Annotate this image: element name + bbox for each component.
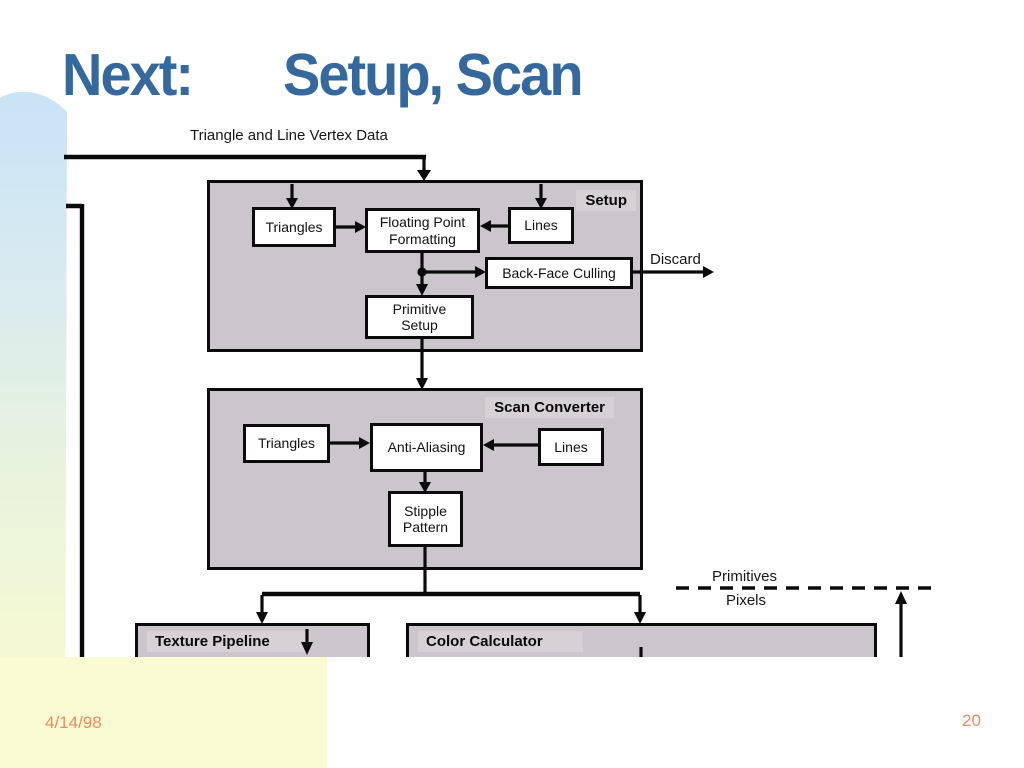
texture-pipeline-title: Texture Pipeline (147, 631, 310, 652)
slide-title-left: Next: (62, 40, 194, 108)
floating-point-formatting-box: Floating Point Formatting (365, 208, 480, 253)
slide-page-number: 20 (962, 711, 981, 730)
setup-stage-title: Setup (576, 190, 636, 211)
slide-title-right: Setup, Scan (283, 40, 584, 108)
pixels-feedback-up-arrow (895, 591, 907, 657)
vertex-data-label: Triangle and Line Vertex Data (190, 127, 388, 144)
primitive-setup-box: Primitive Setup (365, 295, 474, 339)
left-gradient-ribbon (0, 91, 67, 768)
scan-triangles-box: Triangles (243, 424, 330, 463)
texture-pipeline-container: Texture Pipeline (135, 623, 370, 657)
slide-date: 4/14/98 (45, 713, 102, 732)
color-calculator-container: Color Calculator (406, 623, 877, 657)
primitives-label: Primitives (712, 568, 778, 585)
back-face-culling-box: Back-Face Culling (485, 257, 633, 289)
bottom-yellow-block (0, 657, 327, 768)
anti-aliasing-box: Anti-Aliasing (370, 423, 483, 472)
scan-lines-box: Lines (538, 428, 604, 466)
vertex-data-arrow (64, 154, 431, 181)
stipple-pattern-box: Stipple Pattern (388, 491, 463, 547)
color-calculator-title: Color Calculator (418, 631, 583, 652)
pixels-label: Pixels (726, 592, 767, 609)
scan-converter-stage-title: Scan Converter (485, 397, 614, 418)
discard-label: Discard (650, 251, 701, 268)
setup-triangles-box: Triangles (252, 207, 336, 247)
setup-lines-box: Lines (508, 207, 574, 244)
